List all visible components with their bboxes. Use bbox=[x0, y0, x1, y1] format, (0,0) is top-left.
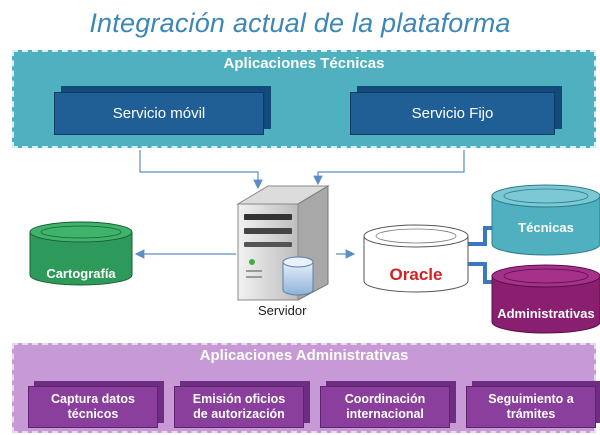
service-movil-label: Servicio móvil bbox=[112, 105, 206, 122]
administrativas-label: Administrativas bbox=[497, 306, 595, 321]
app-seguimiento-line1: Seguimiento a bbox=[488, 392, 574, 406]
page-title: Integración actual de la plataforma bbox=[89, 8, 511, 38]
tecnicas-database[interactable] bbox=[491, 184, 600, 256]
app-captura-line1: Captura datos bbox=[50, 392, 136, 406]
app-emision-line1: Emisión oficios bbox=[192, 392, 286, 406]
link-oracle-administrativas bbox=[468, 262, 496, 284]
app-seguimiento[interactable]: Seguimiento a trámites bbox=[466, 386, 596, 428]
app-captura-line2: técnicos bbox=[67, 407, 119, 421]
app-emision-oficios[interactable]: Emisión oficios de autorización bbox=[174, 386, 304, 428]
admin-apps-panel: Aplicaciones Administrativas Captura dat… bbox=[12, 343, 596, 433]
connector-fijo-server bbox=[313, 150, 465, 186]
app-coordinacion-line2: internacional bbox=[346, 407, 424, 421]
cartografia-database[interactable] bbox=[29, 221, 133, 286]
app-coordinacion[interactable]: Coordinación internacional bbox=[320, 386, 450, 428]
technical-apps-panel: Aplicaciones Técnicas Servicio móvil Ser… bbox=[12, 50, 596, 148]
oracle-label: Oracle bbox=[390, 265, 443, 284]
cartografia-label: Cartografía bbox=[46, 266, 116, 281]
app-coordinacion-line1: Coordinación bbox=[344, 392, 426, 406]
service-fijo-label: Servicio Fijo bbox=[411, 105, 494, 122]
oracle-database[interactable] bbox=[363, 224, 469, 293]
service-movil-box[interactable]: Servicio móvil bbox=[54, 92, 264, 135]
server-label: Servidor bbox=[258, 303, 307, 318]
app-emision-line2: de autorización bbox=[193, 407, 285, 421]
administrativas-database[interactable] bbox=[491, 264, 600, 334]
server-icon[interactable] bbox=[236, 185, 330, 301]
tecnicas-label: Técnicas bbox=[518, 220, 574, 235]
admin-apps-title: Aplicaciones Administrativas bbox=[199, 347, 409, 364]
app-seguimiento-line2: trámites bbox=[506, 407, 556, 421]
service-fijo-box[interactable]: Servicio Fijo bbox=[350, 92, 555, 135]
technical-apps-title: Aplicaciones Técnicas bbox=[223, 55, 385, 72]
connector-movil-server bbox=[139, 150, 263, 190]
link-oracle-tecnicas bbox=[468, 226, 496, 246]
app-captura-datos[interactable]: Captura datos técnicos bbox=[28, 386, 158, 428]
